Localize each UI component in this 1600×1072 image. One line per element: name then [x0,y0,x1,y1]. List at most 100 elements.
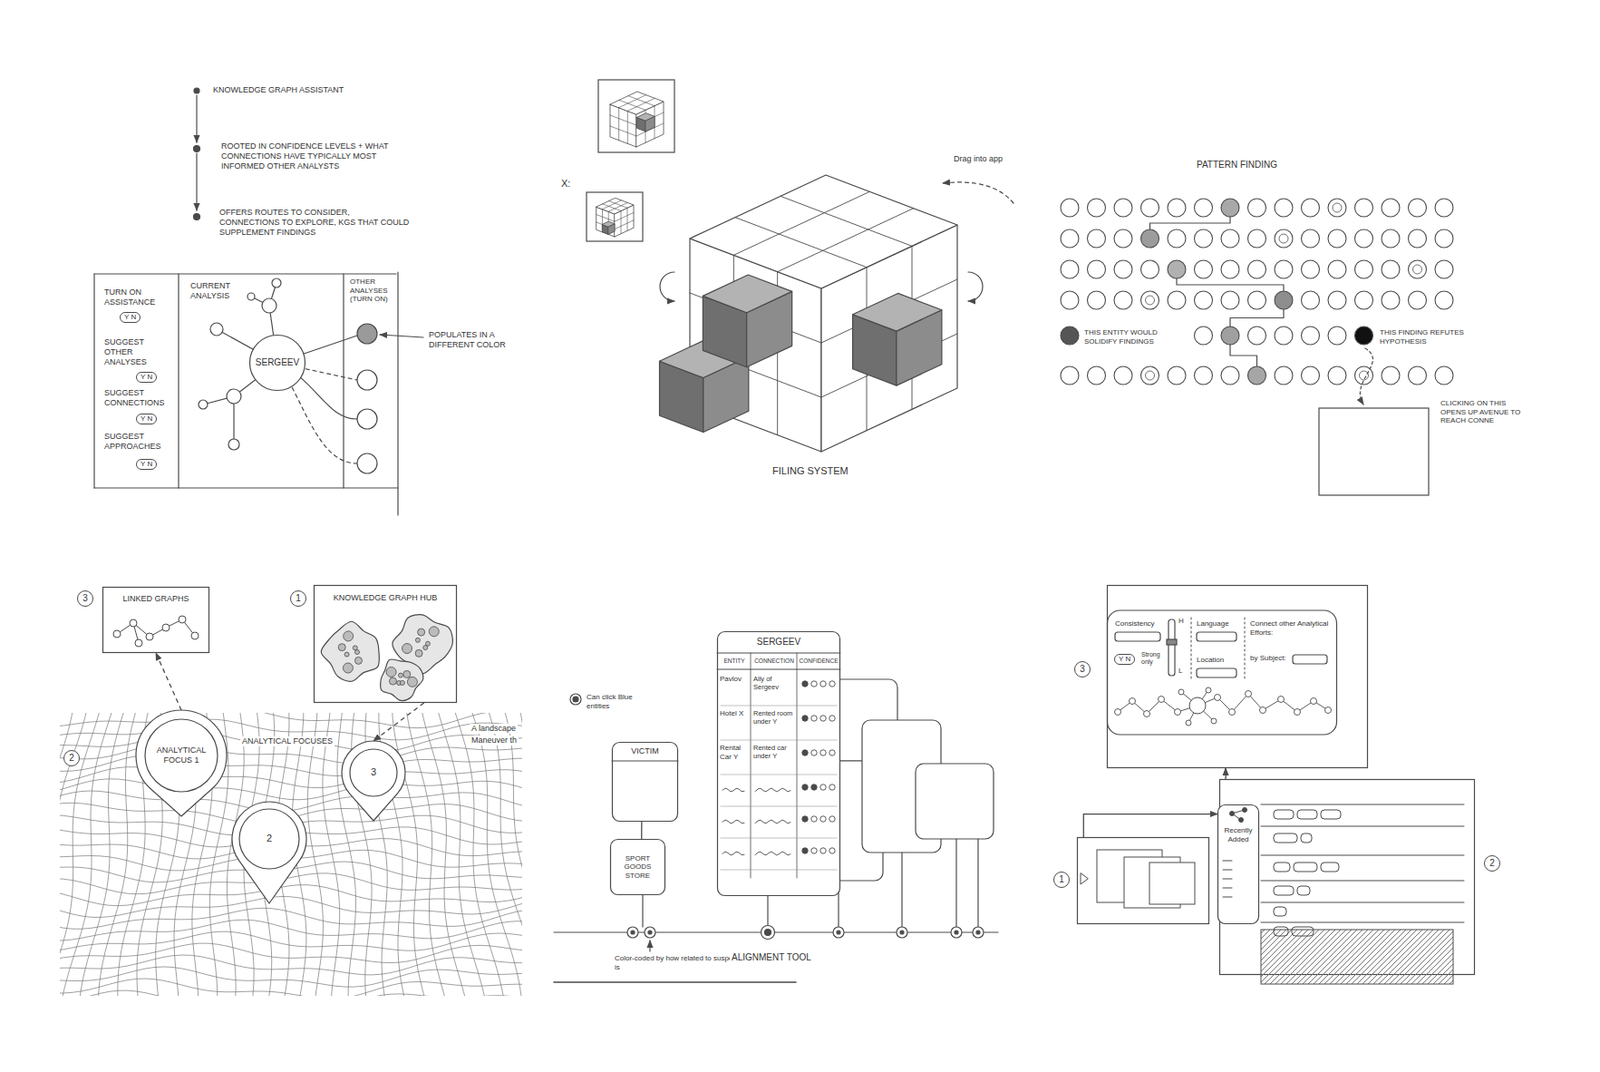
confidence-dot [802,749,808,756]
annotation: A landscape [469,723,518,734]
entity-card: VICTIM [611,741,679,822]
mesh-line [59,989,523,996]
pattern-entity [1328,290,1347,310]
mini-node [1129,698,1136,705]
mini-node [1185,719,1192,726]
confidence-dot [802,815,808,822]
timeline-dot [950,926,962,938]
confidence-dot [811,815,817,822]
box-border [612,742,679,822]
pattern-entity [1381,366,1400,385]
graph-hub-box: 1KNOWLEDGE GRAPH HUB [313,584,457,703]
timeline-stem [766,895,768,926]
mini-node [1294,708,1301,716]
annotation: FILING SYSTEM [770,465,851,477]
mesh-line [59,730,523,752]
pattern-entity [1381,198,1400,217]
mesh-line [59,966,523,987]
pattern-entity [1167,198,1186,217]
list-pill [1291,926,1314,936]
timeline-dot [644,926,656,938]
pattern-entity [1301,366,1320,385]
pattern-grid [1060,198,1454,495]
pattern-entity [1248,260,1267,279]
pattern-entity [1221,326,1240,345]
scribble [755,851,791,855]
pattern-entity [1408,229,1427,248]
graph-dot [399,679,405,685]
flow-dot [193,87,200,94]
node-text: 2 [266,832,272,844]
list-rule [1260,921,1465,923]
thumbnail-frame [586,192,643,242]
flow-dot [193,213,201,221]
mini-hub [1189,697,1206,714]
pattern-entity [1141,366,1160,385]
pulled-cube-face [637,113,656,121]
cube-grid [627,207,629,231]
list-pill [1273,885,1294,895]
pattern-entity [1114,229,1133,248]
slider-knob [1166,639,1177,645]
graph-dot [397,672,403,678]
flow-line [195,153,197,211]
pattern-ring [1332,203,1342,213]
node-text: Rented room under Y [753,708,796,726]
scribble [722,819,745,824]
graph-node [247,292,255,301]
confidence-dot [802,680,808,687]
clickable-marker-core [572,696,579,702]
menu-line [1222,878,1232,880]
confidence-dot [829,784,835,790]
rotate-arrow [659,271,675,301]
pattern-entity [1381,260,1400,279]
menu-line [1222,887,1232,889]
mini-node [1229,708,1236,716]
panel-divider [177,273,179,488]
focus-pin: 2 [232,801,307,876]
pattern-entity [1301,198,1320,217]
timeline-dot-core [648,930,652,934]
pattern-entity [1408,260,1427,279]
confidence-dot [820,715,826,721]
node-outline [1106,584,1368,768]
node-text: Pavlov [719,674,750,684]
pattern-entity [1167,290,1186,310]
mesh-line [59,954,523,975]
scribble [722,851,745,855]
inner-panel [1107,610,1338,735]
pattern-entity [1114,366,1133,385]
confidence-dot [829,749,835,756]
node-text: Y N [1114,653,1135,665]
pattern-ring [1279,233,1289,243]
mesh-line [98,712,138,996]
baseline [553,980,796,983]
graph-dot [386,666,397,677]
node-text: Hotel X [719,708,750,718]
sidebar: Recently Added [1217,804,1260,924]
icon-node [1230,811,1235,816]
list-window: 2Recently Added [1219,778,1475,975]
mini-node [1214,694,1222,701]
mini-node [129,619,137,627]
graph-dot [417,628,426,636]
list-rule [1260,825,1465,827]
pulled-cube-face [702,274,792,313]
scribble [755,787,791,792]
list-rule [1260,854,1465,856]
toggle-switch: Y N [135,371,157,383]
cube-grid [620,211,622,234]
list-pill [1297,885,1310,895]
node-text: by Subject: [1250,653,1287,663]
pattern-entity [1248,326,1267,345]
cube-grid [733,191,870,255]
mesh-line [59,930,523,951]
terrain-mesh [59,712,523,996]
timeline [553,930,999,932]
pattern-entity [1301,260,1320,279]
pattern-entity [1435,366,1454,385]
stacked-window [1149,862,1195,904]
play-icon [1080,872,1088,884]
connector-arrow [373,702,425,741]
box-border [1107,585,1368,768]
